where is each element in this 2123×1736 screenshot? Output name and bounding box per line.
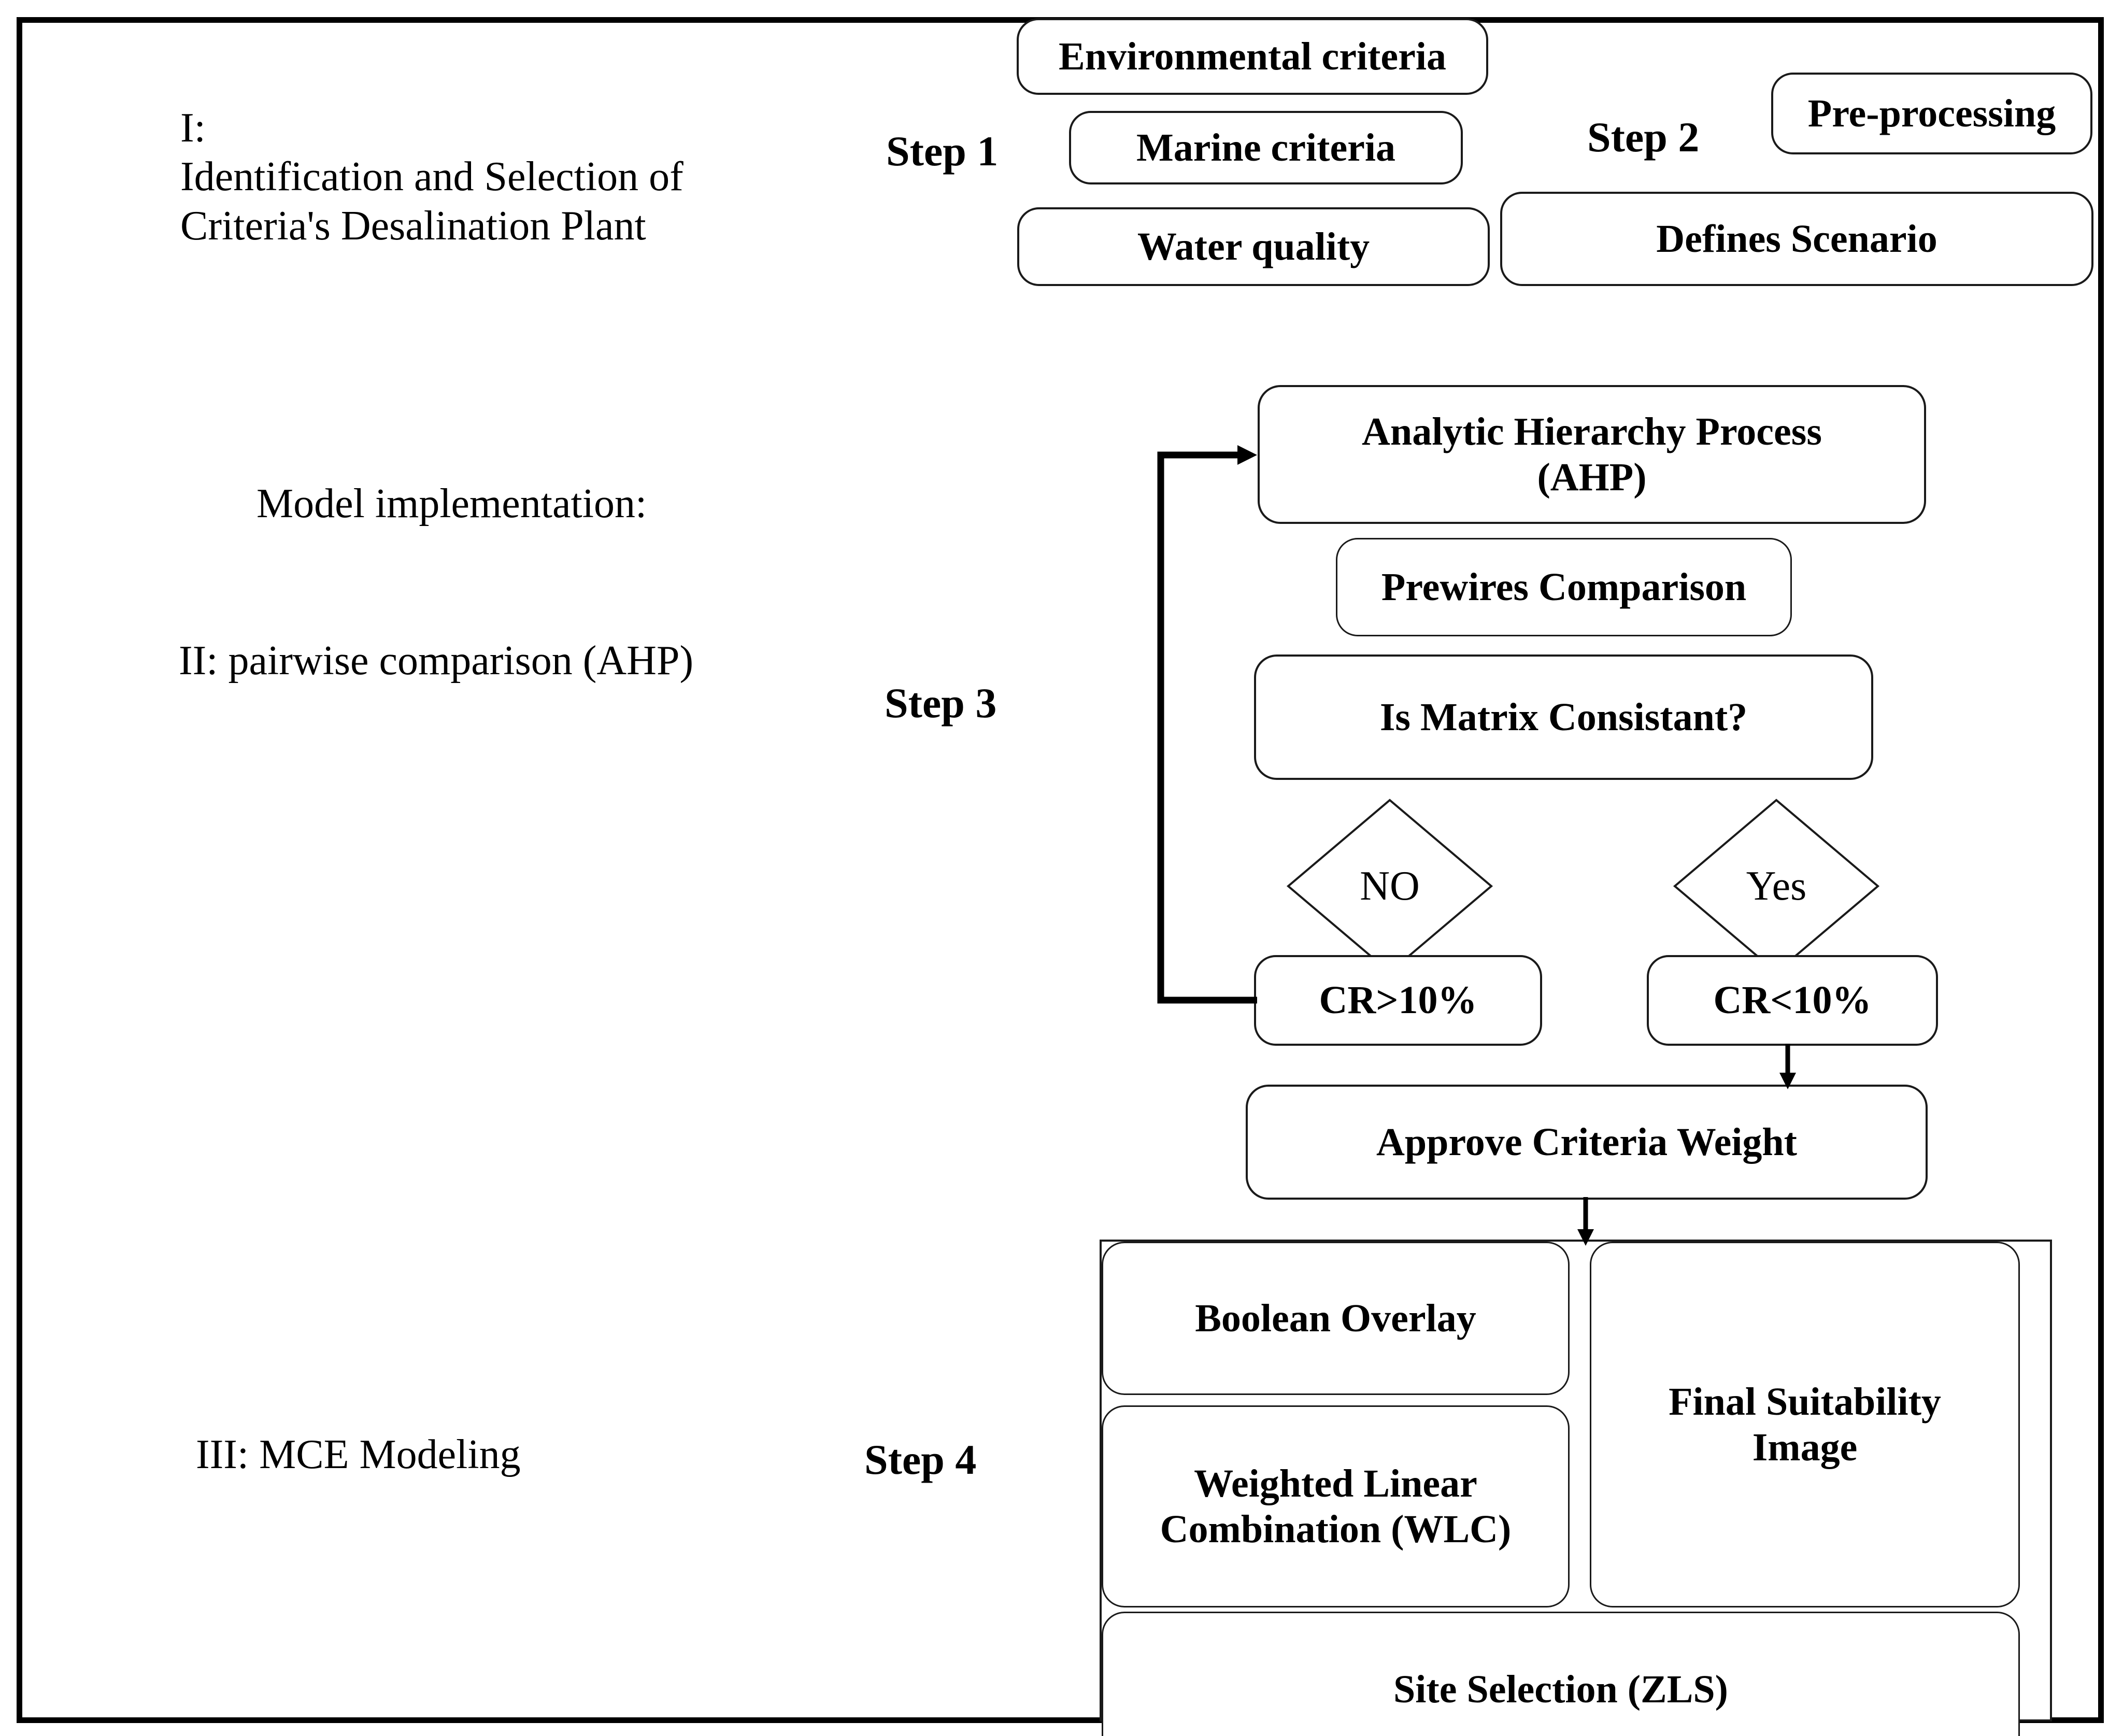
decision-no-label: NO [1360, 863, 1420, 909]
box-boolean-overlay[interactable]: Boolean Overlay [1102, 1242, 1570, 1395]
phase-2-label: II: pairwise comparison (AHP) [179, 638, 694, 684]
connector-feedback-loop [1157, 445, 1257, 1004]
connector-approve-to-step4 [1577, 1197, 1594, 1246]
step-1-label: Step 1 [886, 127, 999, 175]
connector-cr-to-approve [1779, 1044, 1796, 1089]
phase-3-label: III: MCE Modeling [196, 1432, 521, 1477]
box-is-matrix-consistant[interactable]: Is Matrix Consistant? [1254, 654, 1873, 780]
box-defines-scenario[interactable]: Defines Scenario [1500, 192, 2093, 286]
box-site-selection[interactable]: Site Selection (ZLS) [1102, 1612, 2020, 1736]
step-2-label: Step 2 [1587, 113, 1700, 161]
step-4-label: Step 4 [864, 1436, 977, 1483]
phase-1-label: I: Identification and Selection of Crite… [180, 105, 683, 249]
box-approve-criteria-weight[interactable]: Approve Criteria Weight [1246, 1085, 1928, 1200]
box-final-suitability-image[interactable]: Final Suitability Image [1590, 1242, 2020, 1607]
box-pre-processing[interactable]: Pre-processing [1771, 73, 2092, 154]
model-implementation-label: Model implementation: [257, 481, 647, 527]
box-water-quality[interactable]: Water quality [1017, 207, 1490, 286]
box-environmental-criteria[interactable]: Environmental criteria [1017, 18, 1488, 95]
step-3-label: Step 3 [885, 679, 997, 727]
box-prewires-comparison[interactable]: Prewires Comparison [1336, 538, 1792, 636]
box-analytic-hierarchy-process[interactable]: Analytic Hierarchy Process (AHP) [1258, 385, 1926, 524]
box-cr-less-than-10[interactable]: CR<10% [1647, 955, 1938, 1046]
decision-diamond-no[interactable]: NO [1286, 798, 1493, 974]
box-marine-criteria[interactable]: Marine criteria [1069, 111, 1463, 184]
box-cr-greater-than-10[interactable]: CR>10% [1254, 955, 1542, 1046]
box-weighted-linear-combination[interactable]: Weighted Linear Combination (WLC) [1102, 1405, 1570, 1607]
decision-yes-label: Yes [1746, 863, 1807, 909]
decision-diamond-yes[interactable]: Yes [1673, 798, 1880, 974]
